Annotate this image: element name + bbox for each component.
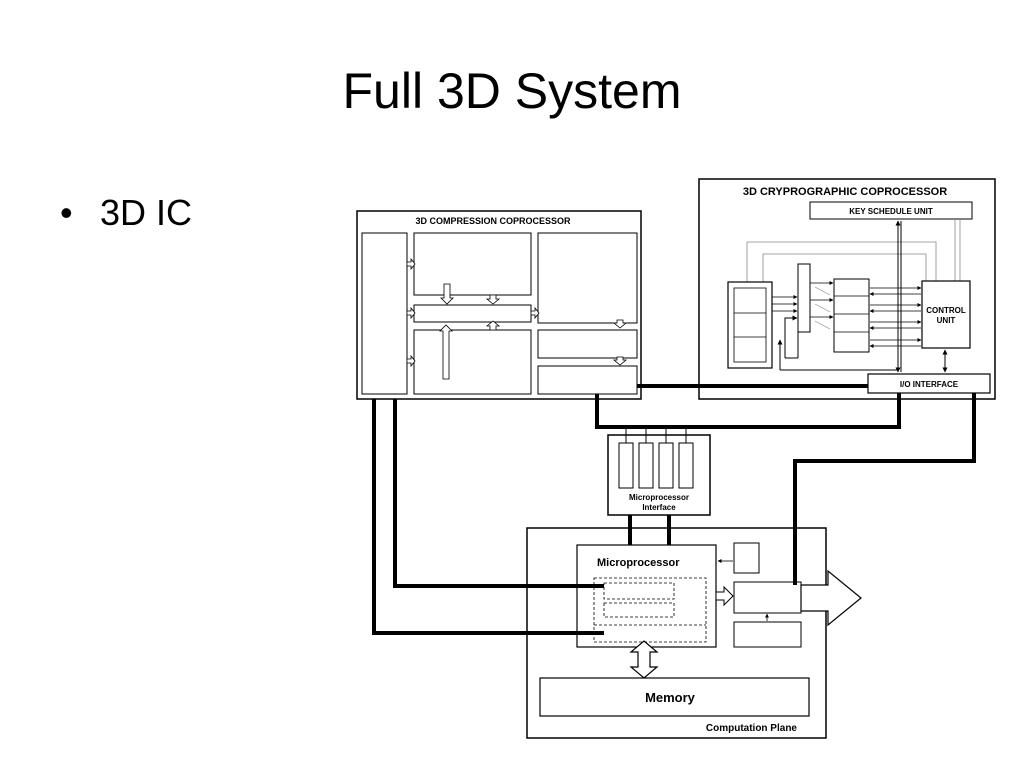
- io-interface-label: I/O INTERFACE: [900, 380, 959, 389]
- key-schedule-label: KEY SCHEDULE UNIT: [849, 207, 933, 216]
- control-unit-line1: CONTROL: [926, 306, 966, 315]
- crypto-coprocessor: 3D CRYPROGRAPHIC COPROCESSOR KEY SCHEDUL…: [698, 178, 996, 400]
- microprocessor-label: Microprocessor: [597, 557, 680, 569]
- compression-arrows: [406, 257, 628, 380]
- microprocessor-interface: Microprocessor Interface: [607, 427, 711, 516]
- bullet-item: • 3D IC: [60, 192, 192, 234]
- control-unit-line2: UNIT: [937, 316, 956, 325]
- micro-interface-line1: Microprocessor: [629, 493, 689, 502]
- memory-label: Memory: [645, 690, 696, 705]
- compression-coprocessor: 3D COMPRESSION COPROCESSOR: [356, 210, 642, 400]
- compression-title: 3D COMPRESSION COPROCESSOR: [415, 216, 571, 226]
- bullet-text: 3D IC: [100, 192, 193, 233]
- slide-title: Full 3D System: [342, 63, 682, 119]
- computation-plane: Microprocessor Memory Computation Plane: [526, 527, 862, 739]
- crypto-title: 3D CRYPROGRAPHIC COPROCESSOR: [743, 186, 947, 198]
- bullet-dot: •: [60, 192, 73, 233]
- micro-interface-line2: Interface: [642, 503, 676, 512]
- computation-plane-label: Computation Plane: [706, 723, 798, 734]
